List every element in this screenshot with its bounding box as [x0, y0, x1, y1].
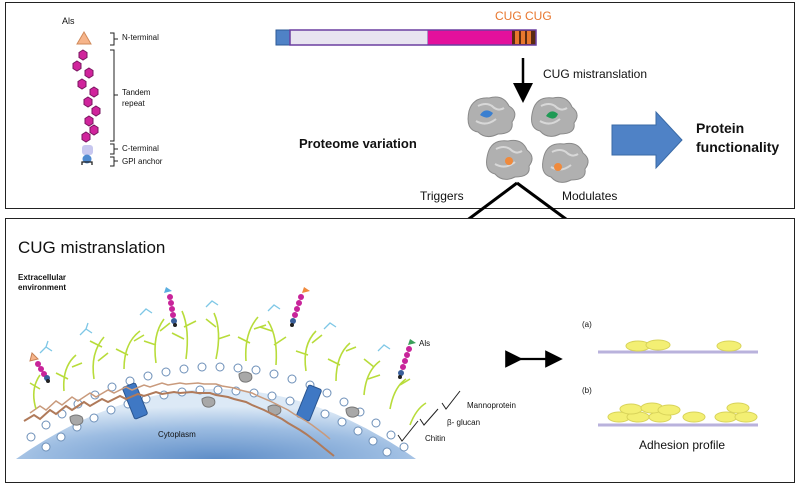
adhesion-panel-b	[598, 402, 758, 427]
c-terminal-block	[82, 145, 93, 155]
protein-functionality-label: Protein functionality	[696, 119, 779, 157]
tandem-line1: Tandem	[122, 88, 151, 97]
mannoprotein-fibrils	[29, 310, 427, 426]
cug-mistranslation-label: CUG mistranslation	[543, 67, 648, 81]
tandem-repeat-label: Tandem repeat	[122, 87, 150, 109]
als-gene-bar	[275, 29, 537, 46]
panel-a-label: (a)	[582, 320, 592, 329]
extracellular-label: Extracellular environment	[18, 273, 66, 293]
blue-block-arrow	[611, 110, 683, 170]
glycan-branches	[39, 300, 391, 354]
extracellular-line2: environment	[18, 283, 67, 292]
glucan-label: β- glucan	[447, 418, 481, 427]
extracellular-line1: Extracellular	[18, 273, 67, 282]
protein-blob-4	[542, 142, 589, 183]
als-protein-schematic	[72, 31, 101, 165]
panel-b-label: (b)	[582, 386, 592, 395]
bottom-title: CUG mistranslation	[18, 238, 166, 257]
tandem-line2: repeat	[122, 99, 145, 108]
protein-blob-1	[467, 96, 516, 138]
adhesion-profile-label: Adhesion profile	[639, 438, 726, 452]
protein-blob-3	[486, 139, 533, 180]
protein-blobs	[467, 96, 589, 183]
als-label: Als	[62, 16, 75, 26]
bottom-panel: CUG mistranslation Extracellular environ…	[5, 218, 795, 483]
cug-codons-label: CUG CUG	[495, 9, 552, 23]
gpi-anchor-circle	[82, 154, 92, 164]
tandem-repeat-hexagons	[72, 49, 101, 143]
protein-line2: functionality	[696, 139, 780, 155]
modulates-label: Modulates	[562, 189, 618, 203]
cell-wall-diagram	[16, 287, 758, 459]
top-diagram	[72, 29, 683, 183]
als-proteins-surface	[29, 287, 416, 383]
chitin-label: Chitin	[425, 434, 446, 443]
triggers-label: Triggers	[420, 189, 464, 203]
gpi-anchor-label: GPI anchor	[122, 157, 163, 166]
wall-layer-brackets	[397, 390, 461, 442]
mannoprotein-label: Mannoprotein	[467, 401, 516, 410]
top-panel: Als N-terminal Tandem repeat C-terminal …	[5, 2, 795, 209]
n-terminal-triangle	[76, 31, 92, 45]
adhesion-panel-a	[598, 339, 758, 354]
domain-brackets	[110, 32, 118, 167]
als-surface-label: Als	[419, 339, 431, 348]
n-terminal-label: N-terminal	[122, 33, 159, 42]
cytoplasm-label: Cytoplasm	[158, 430, 196, 439]
glucan-chitin-layers	[23, 382, 335, 457]
protein-blob-2	[531, 96, 578, 137]
c-terminal-label: C-terminal	[122, 144, 159, 153]
protein-line1: Protein	[696, 120, 745, 136]
proteome-variation-label: Proteome variation	[299, 136, 417, 151]
